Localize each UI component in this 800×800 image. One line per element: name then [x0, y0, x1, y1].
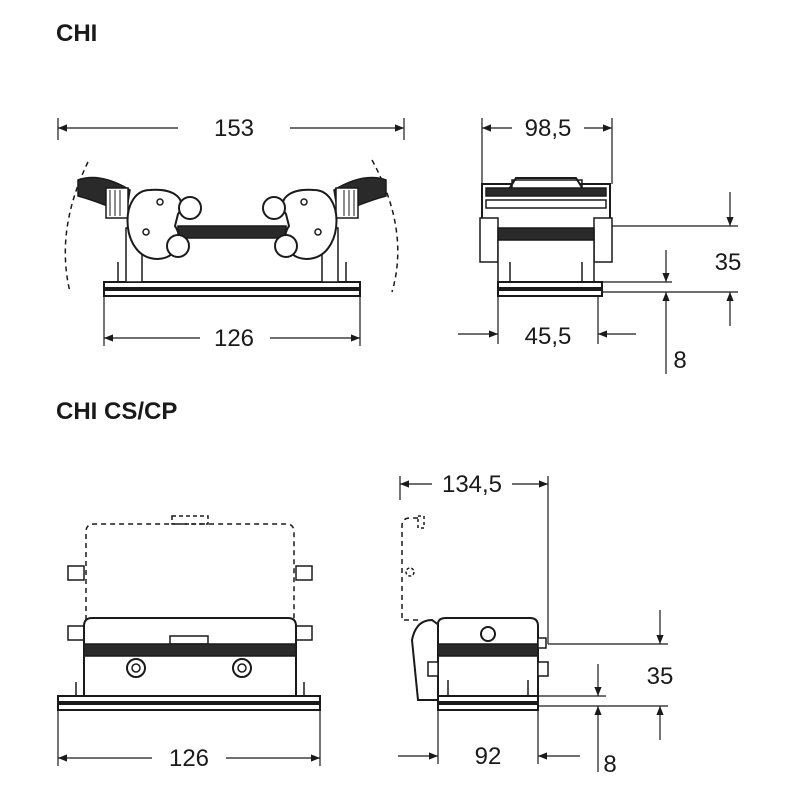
- dim-chi-cs-cp-side-height: 35: [647, 663, 674, 690]
- dim-chi-front-overall-width: 153: [214, 115, 254, 142]
- dim-chi-front-base-width: 126: [214, 325, 254, 352]
- dim-chi-side-top-width: 98,5: [525, 115, 572, 142]
- chi-cs-cp-front-dimensions: [57, 710, 321, 766]
- section-heading-chi-cs-cp: CHI CS/CP: [56, 398, 178, 425]
- dim-chi-side-height: 35: [715, 249, 742, 276]
- chi-cs-cp-side-dimensions: [398, 476, 668, 772]
- dim-chi-cs-cp-front-base-width: 126: [169, 745, 209, 772]
- dim-chi-cs-cp-side-top-width: 134,5: [442, 471, 502, 498]
- dim-chi-side-base-height: 8: [673, 347, 686, 374]
- chi-front-view: [64, 159, 399, 297]
- section-heading-chi: CHI: [56, 20, 98, 47]
- dim-chi-cs-cp-side-base-height: 8: [603, 751, 616, 778]
- chi-side-dimensions: [458, 118, 738, 374]
- dim-chi-side-base-width: 45,5: [525, 323, 572, 350]
- chi-side-view: [479, 177, 613, 297]
- chi-cs-cp-side-view: [401, 515, 549, 711]
- dim-chi-cs-cp-side-base-width: 92: [475, 743, 502, 770]
- chi-front-dimensions: [57, 118, 405, 346]
- chi-cs-cp-front-view: [57, 515, 321, 711]
